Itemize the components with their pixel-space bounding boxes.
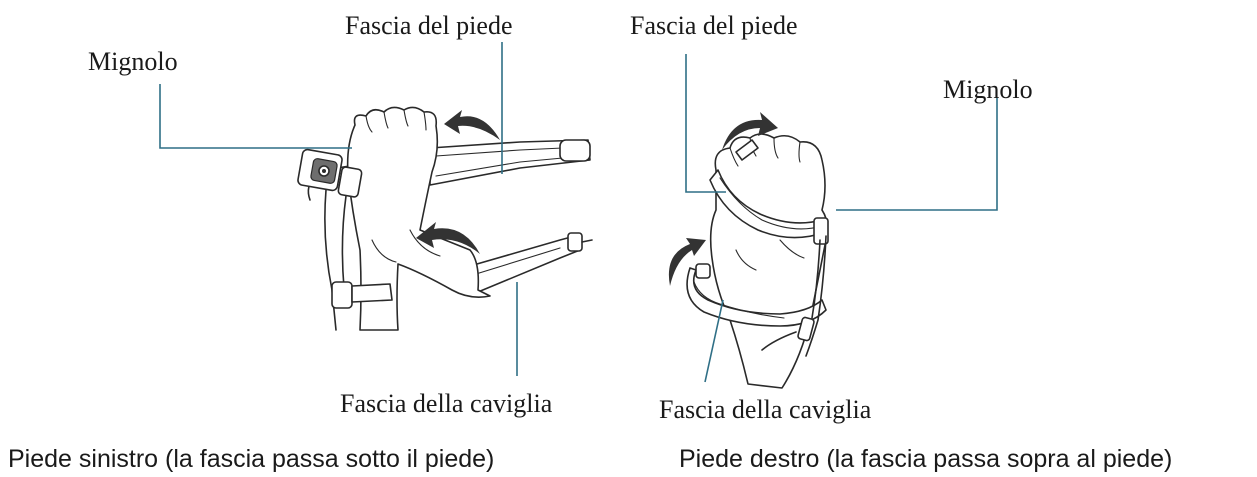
- right-lower-arrow: [668, 238, 706, 286]
- left-ankle-strap-label: Fascia della caviglia: [340, 389, 553, 418]
- right-little-toe-label: Mignolo: [943, 75, 1033, 104]
- left-lower-arrow: [416, 222, 480, 254]
- left-sensor-cable: [324, 189, 393, 331]
- right-foot-strap-drawing: [709, 139, 829, 245]
- right-ankle-strap-label: Fascia della caviglia: [659, 395, 872, 424]
- right-foot-strap-leader: [685, 54, 726, 193]
- left-ankle-strap-drawing: [469, 232, 593, 293]
- right-foot-illustration: [668, 112, 829, 389]
- right-ankle-strap-drawing: [686, 263, 827, 327]
- left-foot-strap-label: Fascia del piede: [345, 11, 513, 40]
- left-caption: Piede sinistro (la fascia passa sotto il…: [8, 445, 494, 473]
- right-sensor-cable: [761, 235, 827, 357]
- right-ankle-strap-leader: [704, 299, 724, 383]
- right-foot-outline: [709, 133, 829, 389]
- left-little-toe-leader: [159, 84, 352, 149]
- right-caption: Piede destro (la fascia passa sopra al p…: [679, 445, 1172, 473]
- right-foot-strap-label: Fascia del piede: [630, 11, 798, 40]
- right-upper-arrow: [722, 112, 778, 150]
- left-little-toe-label: Mignolo: [88, 47, 178, 76]
- left-foot-outline: [346, 106, 491, 331]
- left-upper-arrow: [444, 110, 500, 140]
- left-foot-illustration: [297, 106, 593, 331]
- left-sensor-pads: [297, 148, 363, 198]
- right-little-toe-leader: [836, 98, 998, 211]
